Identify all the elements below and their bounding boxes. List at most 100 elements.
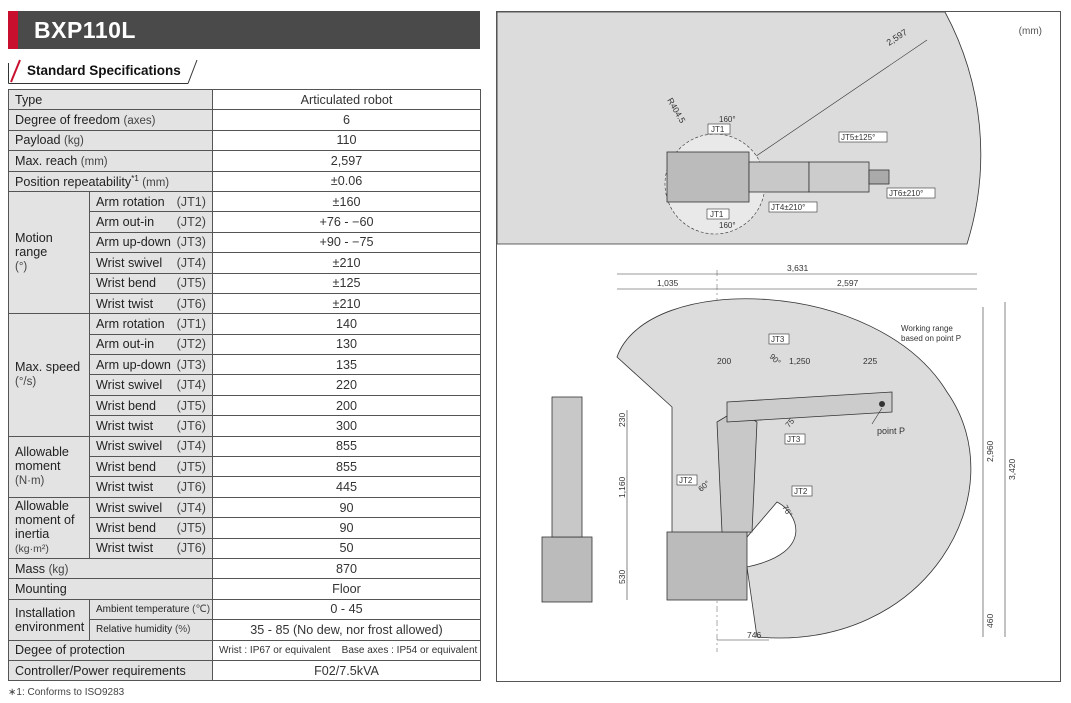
sub-label: Wrist bend (JT5): [89, 394, 213, 417]
sub-label: Wrist twist (JT6): [89, 292, 213, 315]
sub-label: Relative humidity (%): [89, 619, 213, 641]
dim-right: 2,597: [837, 278, 859, 288]
row-value: 0 - 45: [212, 598, 481, 621]
table-row: Wrist swivel (JT4) 220: [9, 374, 481, 396]
row-value: Wrist : IP67 or equivalent Base axes : I…: [212, 639, 481, 661]
point-p-marker: [879, 401, 885, 407]
table-row: Relative humidity (%) 35 - 85 (No dew, n…: [9, 619, 481, 641]
jt1-angle-bottom: 160°: [719, 221, 736, 230]
dim-total: 3,631: [787, 263, 809, 273]
row-value: 110: [212, 129, 481, 152]
table-row: Arm out-in (JT2) 130: [9, 333, 481, 356]
unit-label: (mm): [1018, 26, 1042, 37]
sub-label: Arm out-in (JT2): [89, 211, 213, 233]
dim-left: 1,035: [657, 278, 679, 288]
dim-2960: 2,960: [985, 440, 995, 462]
footnote: ∗1: Conforms to ISO9283: [8, 687, 125, 698]
row-value: ±0.06: [212, 170, 481, 192]
row-value: F02/7.5kVA: [212, 659, 481, 682]
table-row: Mounting Floor: [8, 578, 481, 600]
side-robot-base: [666, 531, 748, 601]
row-label: Max. reach (mm): [8, 150, 213, 172]
row-value: 90: [212, 517, 481, 539]
group-label: Max. speed(°/s): [8, 313, 90, 437]
row-value: ±210: [212, 252, 481, 274]
top-robot-wrist: [868, 169, 890, 185]
jt1-tag-top-text: JT1: [711, 125, 725, 134]
dim-1160: 1,160: [617, 476, 627, 498]
sub-label: Wrist swivel (JT4): [89, 252, 213, 274]
jt3-tag-top-text: JT3: [771, 335, 785, 344]
jt5-tag: [838, 131, 888, 143]
row-label: Payload (kg): [8, 129, 213, 152]
sub-label: Arm up-down (JT3): [89, 354, 213, 376]
front-robot-arm: [551, 396, 583, 538]
table-row: Wrist twist (JT6) ±210: [9, 292, 481, 315]
table-row: Motion range(°) Arm rotation (JT1) ±160: [8, 190, 481, 315]
sub-label: Wrist swivel (JT4): [89, 374, 213, 396]
row-label: Degree of freedom (axes): [8, 109, 213, 131]
table-row: Wrist bend (JT5) ±125: [9, 272, 481, 294]
side-robot-lower-arm: [716, 409, 758, 533]
top-robot-arm: [748, 161, 810, 193]
section-heading: Standard Specifications: [8, 59, 198, 84]
table-row: Installation environment Ambient tempera…: [8, 598, 481, 641]
top-robot-forearm: [808, 161, 870, 193]
dim-530: 530: [617, 570, 627, 584]
sub-label: Wrist twist (JT6): [89, 537, 213, 559]
jt3-tag-mid-text: JT3: [787, 435, 801, 444]
jt4-tag-text: JT4±210°: [771, 203, 805, 212]
row-value: 140: [212, 313, 481, 335]
row-value: 855: [212, 435, 481, 458]
dim-200: 200: [717, 356, 731, 366]
dim-230: 230: [617, 413, 627, 427]
row-label: Mounting: [8, 578, 213, 600]
title-accent: [8, 11, 18, 49]
table-row: Max. reach (mm) 2,597: [8, 150, 481, 172]
sub-label: Ambient temperature (℃): [89, 598, 213, 621]
title-bar: BXP110L: [8, 11, 480, 49]
row-value: 6: [212, 109, 481, 131]
row-value: 35 - 85 (No dew, nor frost allowed): [212, 619, 481, 641]
row-value: ±160: [212, 190, 481, 213]
sub-label: Arm out-in (JT2): [89, 333, 213, 356]
row-label: Position repeatability*1 (mm): [8, 170, 213, 192]
group-label: Allowable moment(N·m): [8, 435, 90, 498]
jt5-tag-text: JT5±125°: [841, 133, 875, 142]
dimension-diagram: (mm) 2,597 R404.5 160° 160° JT1 JT1 JT5±…: [496, 11, 1061, 682]
row-value: Floor: [212, 578, 481, 600]
jt2-tag-left: [676, 474, 698, 486]
row-value: +90 - −75: [212, 231, 481, 254]
jt1-tag-top: [707, 123, 731, 135]
table-row: Mass (kg) 870: [8, 557, 481, 580]
row-label: Type: [8, 88, 213, 111]
row-value: 445: [212, 476, 481, 498]
table-row: Wrist swivel (JT4) ±210: [9, 252, 481, 274]
top-view: 2,597 R404.5 160° 160° JT1 JT1 JT5±125° …: [497, 12, 982, 245]
row-value: 130: [212, 333, 481, 356]
table-row: Position repeatability*1 (mm) ±0.06: [8, 170, 481, 192]
sub-label: Wrist twist (JT6): [89, 476, 213, 498]
sub-label: Wrist bend (JT5): [89, 272, 213, 294]
row-value: 90: [212, 496, 481, 519]
sub-label: Wrist bend (JT5): [89, 517, 213, 539]
row-label: Mass (kg): [8, 557, 213, 580]
jt1-angle-top: 160°: [719, 115, 736, 124]
heading-frame: [8, 59, 198, 84]
row-value: 870: [212, 557, 481, 580]
table-row: Type Articulated robot: [8, 88, 481, 111]
point-p-leader: [871, 407, 883, 425]
sub-label: Arm rotation (JT1): [89, 313, 213, 335]
row-value: 200: [212, 394, 481, 417]
jt1-tag-bottom: [706, 208, 730, 220]
table-row: Wrist twist (JT6) 445: [9, 476, 481, 498]
row-label: Controller/Power requirements: [8, 659, 213, 682]
jt2-tag-right: [791, 485, 813, 497]
dim-3420: 3,420: [1007, 458, 1017, 480]
side-view: 3,631 1,035 2,597 Working range based on…: [541, 263, 1017, 652]
sub-label: Wrist swivel (JT4): [89, 496, 213, 519]
working-range-label: Working range: [901, 324, 953, 333]
row-value: 300: [212, 415, 481, 437]
table-row: Payload (kg) 110: [8, 129, 481, 152]
page-title: BXP110L: [34, 17, 136, 43]
